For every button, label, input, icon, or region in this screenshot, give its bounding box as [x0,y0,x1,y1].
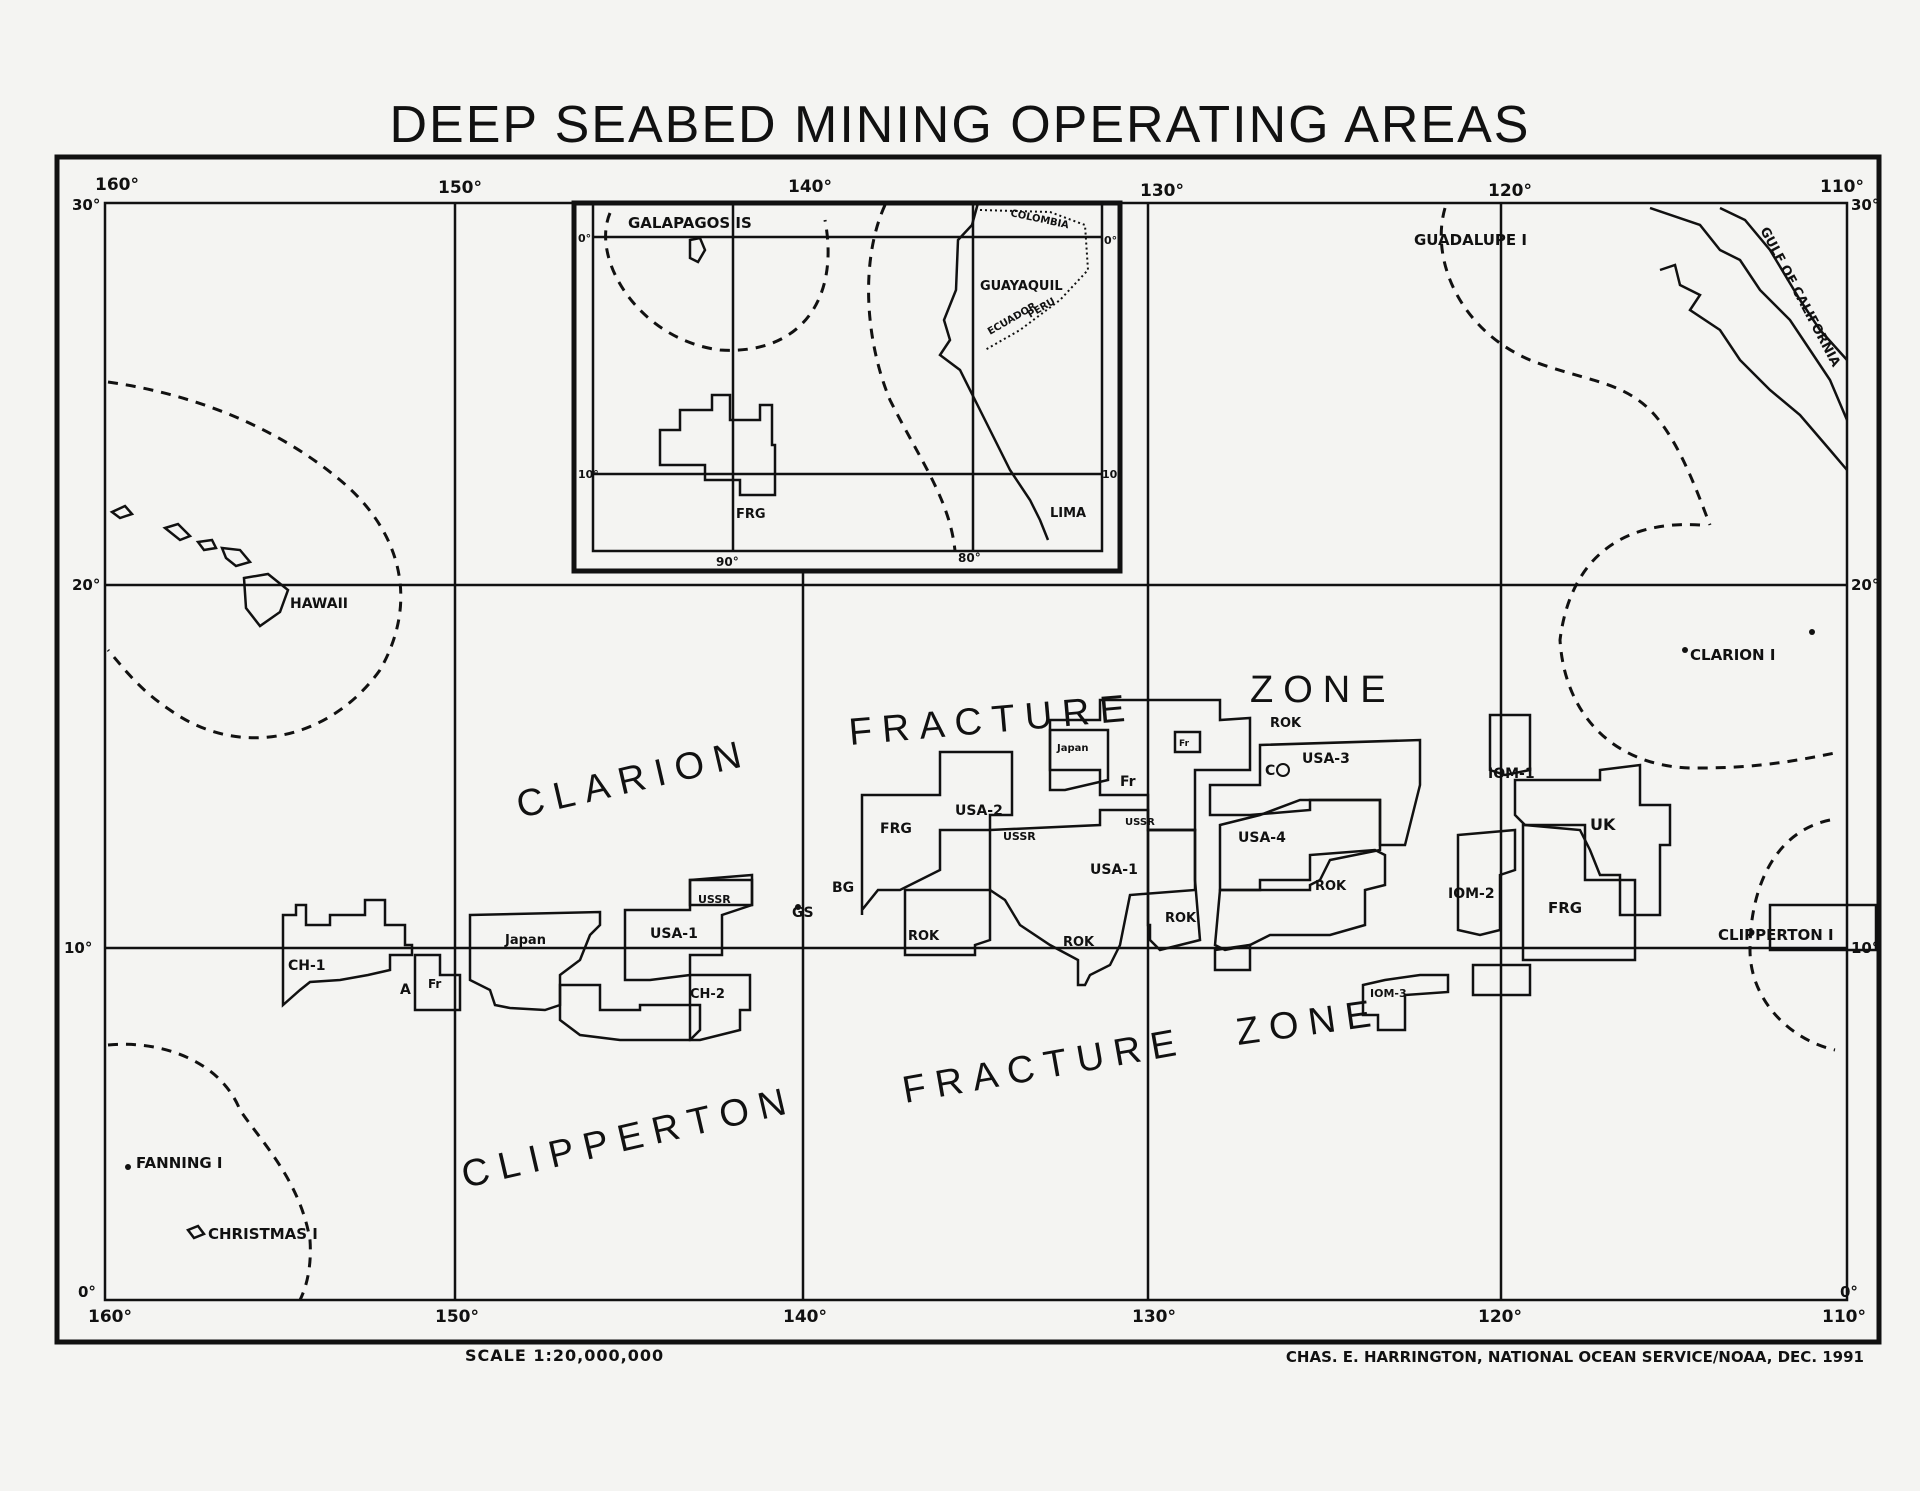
hawaii-islands: HAWAII [106,380,403,740]
inset-lat-label: 10° [578,468,599,481]
clipperton-zone-label: FRACTURE [899,1021,1189,1112]
lon-label: 140° [788,177,832,197]
area-usa1-west-label: USA-1 [650,926,698,942]
inset-lima-label: LIMA [1050,506,1086,521]
area-bg-label: BG [832,880,854,896]
area-a-label: A [400,982,411,998]
lat-label: 0° [78,1283,96,1301]
clipperton-zone-label: CLIPPERTON [458,1079,800,1197]
clarion-zone-label: CLARION [513,732,755,827]
inset-frg-label: FRG [736,507,766,522]
area-rok-label: ROK [1063,935,1095,950]
lat-label: 0° [1840,1283,1858,1301]
inset-lat-label: 10° [1102,468,1123,481]
inset-lat-label: 0° [578,232,591,245]
lat-label: 20° [72,576,100,594]
longitude-labels-bottom: 160° 150° 140° 130° 120° 110° [88,1307,1866,1327]
lon-label: 150° [438,178,482,198]
area-rok-label: ROK [908,929,940,944]
clipperton-island-label: CLIPPERTON I [1718,926,1834,944]
outer-frame [54,154,1882,1345]
longitude-labels-top: 160° 150° 140° 130° 120° 110° [95,175,1864,201]
area-c-label: C [1265,763,1275,779]
clarion-island-label: CLARION I [1690,646,1775,664]
hawaii-label: HAWAII [290,596,348,612]
area-gs-label: GS [792,905,814,921]
fanning-label: FANNING I [136,1154,223,1172]
lon-label: 120° [1488,181,1532,201]
guadalupe-label: GUADALUPE I [1414,231,1527,249]
clarion-zone-label: ZONE [1250,669,1396,711]
clipperton-zone-label: ZONE [1233,992,1383,1054]
area-iom3-label: IOM-3 [1370,987,1407,1000]
lon-label: 130° [1132,1307,1176,1327]
eastern-areas: IOM-1 IOM-2 IOM-3 UK FRG [1361,713,1672,1032]
area-japan-central-label: Japan [1056,743,1089,754]
lon-label: 160° [88,1307,132,1327]
lat-label: 10° [64,939,92,957]
area-frg-east-label: FRG [1548,899,1582,917]
lon-label: 150° [435,1307,479,1327]
area-iom2-label: IOM-2 [1448,886,1495,902]
latitude-labels-left: 30° 20° 10° 0° [64,196,100,1301]
latitude-labels-right: 30° 20° 10° 0° [1840,196,1879,1301]
mexico-coast: GUADALUPE I GULF OF CALIFORNIA CLARION I… [1414,206,1878,1052]
area-frg-central-label: FRG [880,821,912,837]
area-iom1-label: IOM-1 [1488,766,1535,782]
inset-guayaquil-label: GUAYAQUIL [980,279,1063,294]
lon-label: 130° [1140,181,1184,201]
area-japan-west-label: Japan [504,933,546,948]
lat-label: 30° [1851,196,1879,214]
lat-label: 30° [72,196,100,214]
lon-label: 110° [1822,1307,1866,1327]
inset-lon-label: 80° [958,551,981,565]
scale-note: SCALE 1:20,000,000 [465,1346,665,1365]
western-areas: CH-1 A Fr Japan USSR USA-1 CH-2 GS BG [281,873,854,1042]
area-ch1-label: CH-1 [288,958,326,974]
area-fr-small-label: Fr [1179,739,1190,749]
area-fr-west-label: Fr [428,977,441,991]
map-title: DEEP SEABED MINING OPERATING AREAS [389,96,1531,154]
lon-label: 160° [95,175,139,195]
gulf-label: GULF OF CALIFORNIA [1756,225,1842,370]
area-rok-label: ROK [1270,716,1302,731]
inset-lon-label: 90° [716,555,739,569]
lon-label: 110° [1820,177,1864,197]
area-rok-label: ROK [1315,879,1347,894]
area-ussr-central-label: USSR [1125,817,1155,828]
area-ch2-label: CH-2 [690,987,725,1002]
christmas-label: CHRISTMAS I [208,1225,318,1243]
area-uk-label: UK [1590,815,1616,834]
lat-label: 20° [1851,576,1879,594]
lat-label: 10° [1851,939,1879,957]
area-fr-central-label: Fr [1120,774,1136,790]
lon-label: 140° [783,1307,827,1327]
area-rok-label: ROK [1165,911,1197,926]
lon-label: 120° [1478,1307,1522,1327]
inset-galapagos-label: GALAPAGOS IS [628,214,752,232]
inset-lat-label: 0° [1104,234,1117,247]
credit-note: CHAS. E. HARRINGTON, NATIONAL OCEAN SERV… [1285,1348,1864,1366]
area-usa2-label: USA-2 [955,803,1003,819]
central-areas: FRG USA-2 USSR ROK ROK Japan Fr Fr USSR … [860,698,1422,987]
line-islands: FANNING I CHRISTMAS I [107,1042,318,1301]
area-usa1-central-label: USA-1 [1090,862,1138,878]
area-usa3-label: USA-3 [1302,751,1350,767]
area-ussr-central-label: USSR [1003,830,1036,843]
inset-map: GALAPAGOS IS COLOMBIA GUAYAQUIL ECUADOR … [571,200,1123,574]
area-usa4-label: USA-4 [1238,830,1286,846]
area-ussr-west-label: USSR [698,893,731,906]
